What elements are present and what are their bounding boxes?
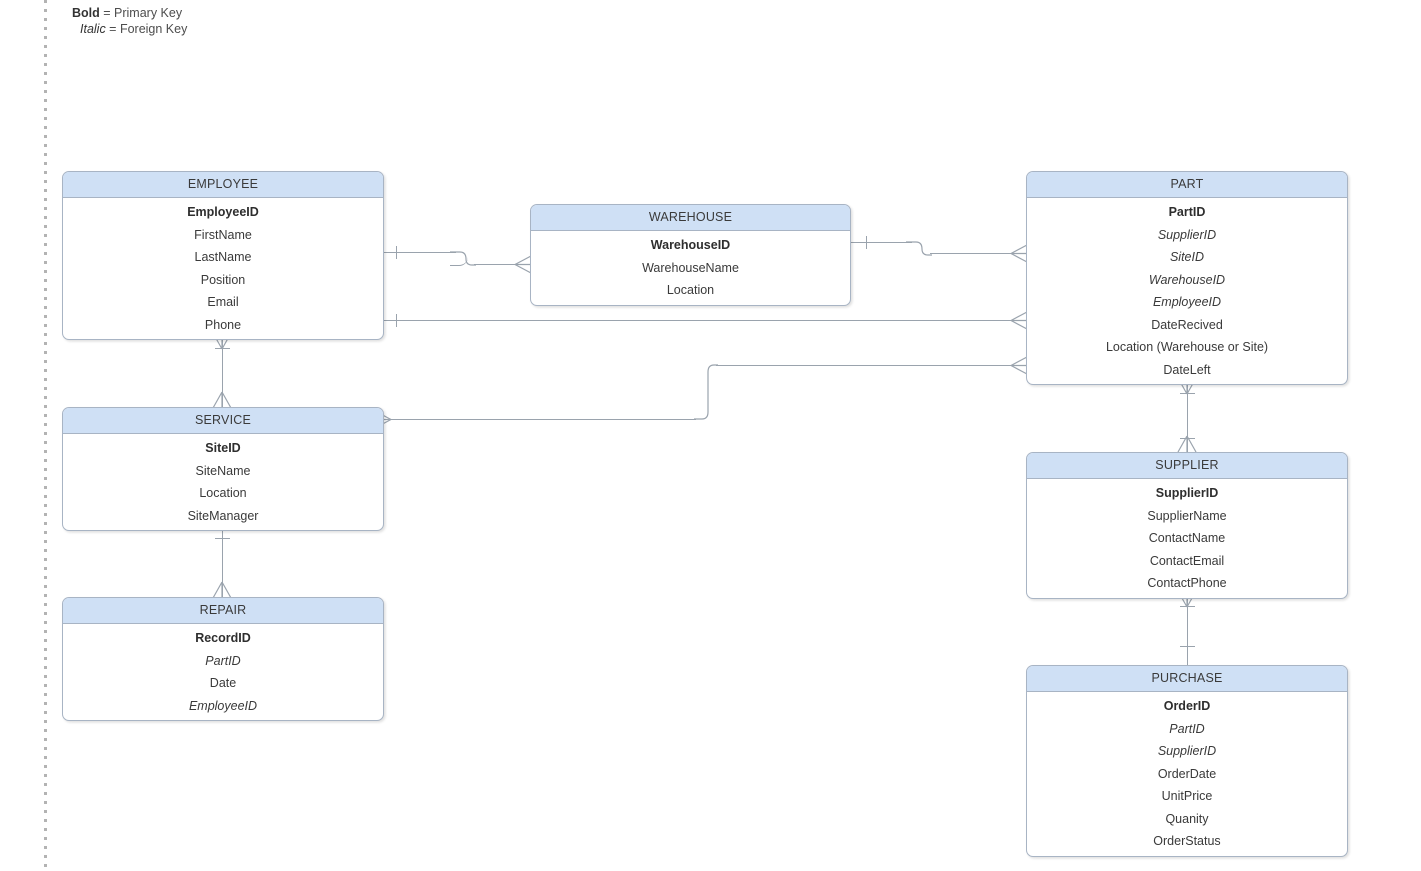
attribute-row: Position — [200, 272, 246, 287]
attribute-row: SupplierName — [1147, 508, 1227, 523]
entity-title: REPAIR — [63, 598, 383, 624]
cardinality-one-tick — [866, 236, 867, 249]
attribute-row: DateLeft — [1163, 362, 1211, 377]
attribute-list: EmployeeID FirstName LastName Position E… — [63, 198, 383, 339]
entity-title: WAREHOUSE — [531, 205, 850, 231]
entity-title: EMPLOYEE — [63, 172, 383, 198]
legend-bold-text: = Primary Key — [99, 6, 183, 20]
entity-service[interactable]: SERVICE SiteID SiteName Location SiteMan… — [62, 407, 384, 531]
attribute-row: FirstName — [194, 227, 252, 242]
cardinality-one-tick — [396, 246, 397, 259]
entity-purchase[interactable]: PURCHASE OrderID PartID SupplierID Order… — [1026, 665, 1348, 857]
attribute-row: DateRecived — [1151, 317, 1223, 332]
attribute-row: WarehouseName — [642, 260, 739, 275]
entity-supplier[interactable]: SUPPLIER SupplierID SupplierName Contact… — [1026, 452, 1348, 599]
attribute-row: SiteName — [195, 463, 251, 478]
attribute-list: SupplierID SupplierName ContactName Cont… — [1027, 479, 1347, 598]
attribute-row: RecordID — [195, 631, 251, 645]
attribute-row: ContactName — [1148, 531, 1226, 545]
attribute-row: Date — [209, 676, 237, 690]
attribute-row: Quanity — [1165, 811, 1209, 826]
entity-repair[interactable]: REPAIR RecordID PartID Date EmployeeID — [62, 597, 384, 721]
attribute-row: SupplierID — [1157, 227, 1217, 242]
entity-title: SUPPLIER — [1027, 453, 1347, 479]
cardinality-many-crowsfoot — [1008, 311, 1028, 330]
attribute-row: SiteID — [1169, 250, 1205, 264]
attribute-row: SiteManager — [187, 508, 259, 523]
cardinality-many-crowsfoot — [512, 255, 532, 274]
attribute-row: PartID — [205, 653, 241, 668]
attribute-row: UnitPrice — [1161, 789, 1213, 803]
attribute-row: WarehouseID — [650, 238, 731, 252]
attribute-row: EmployeeID — [1152, 295, 1222, 309]
attribute-row: SupplierID — [1155, 486, 1219, 500]
attribute-row: PartID — [1169, 721, 1205, 736]
cardinality-one-tick — [1180, 646, 1195, 647]
cardinality-one-tick — [215, 538, 230, 539]
entity-warehouse[interactable]: WAREHOUSE WarehouseID WarehouseName Loca… — [530, 204, 851, 306]
attribute-list: WarehouseID WarehouseName Location — [531, 231, 850, 305]
entity-title: PURCHASE — [1027, 666, 1347, 692]
legend-bold-key: Bold — [72, 6, 100, 20]
attribute-list: RecordID PartID Date EmployeeID — [63, 624, 383, 720]
legend-italic-text: = Foreign Key — [105, 22, 188, 36]
attribute-list: PartID SupplierID SiteID WarehouseID Emp… — [1027, 198, 1347, 384]
attribute-row: EmployeeID — [187, 205, 259, 219]
legend-row-foreign-key: Italic = Foreign Key — [72, 21, 187, 37]
attribute-row: SupplierID — [1157, 744, 1217, 758]
entity-title: SERVICE — [63, 408, 383, 434]
attribute-row: OrderDate — [1157, 766, 1217, 781]
attribute-row: Location (Warehouse or Site) — [1105, 340, 1269, 354]
attribute-row: Phone — [204, 317, 242, 332]
cardinality-one-tick — [396, 314, 397, 327]
legend-italic-key: Italic — [80, 22, 106, 36]
attribute-row: LastName — [194, 250, 252, 264]
attribute-list: SiteID SiteName Location SiteManager — [63, 434, 383, 530]
attribute-row: OrderID — [1163, 699, 1211, 713]
attribute-row: EmployeeID — [188, 698, 258, 713]
entity-title: PART — [1027, 172, 1347, 198]
cardinality-many-crowsfoot — [1008, 356, 1028, 375]
attribute-row: PartID — [1168, 205, 1206, 219]
legend-row-primary-key: Bold = Primary Key — [72, 5, 187, 21]
attribute-row: ContactPhone — [1147, 576, 1227, 590]
entity-part[interactable]: PART PartID SupplierID SiteID WarehouseI… — [1026, 171, 1348, 385]
attribute-row: Location — [199, 486, 247, 500]
attribute-row: Location — [666, 283, 715, 297]
attribute-row: SiteID — [205, 441, 241, 455]
attribute-row: WarehouseID — [1148, 272, 1226, 287]
cardinality-many-crowsfoot — [1177, 434, 1197, 453]
legend: Bold = Primary Key Italic = Foreign Key — [72, 5, 187, 37]
attribute-row: ContactEmail — [1149, 553, 1225, 568]
attribute-row: Email — [207, 295, 239, 309]
entity-employee[interactable]: EMPLOYEE EmployeeID FirstName LastName P… — [62, 171, 384, 340]
cardinality-many-crowsfoot — [1008, 244, 1028, 263]
page-guide-dotted-line — [44, 0, 47, 871]
cardinality-many-crowsfoot — [212, 580, 232, 599]
attribute-row: OrderStatus — [1153, 834, 1221, 848]
cardinality-many-crowsfoot — [212, 390, 232, 409]
attribute-list: OrderID PartID SupplierID OrderDate Unit… — [1027, 692, 1347, 856]
